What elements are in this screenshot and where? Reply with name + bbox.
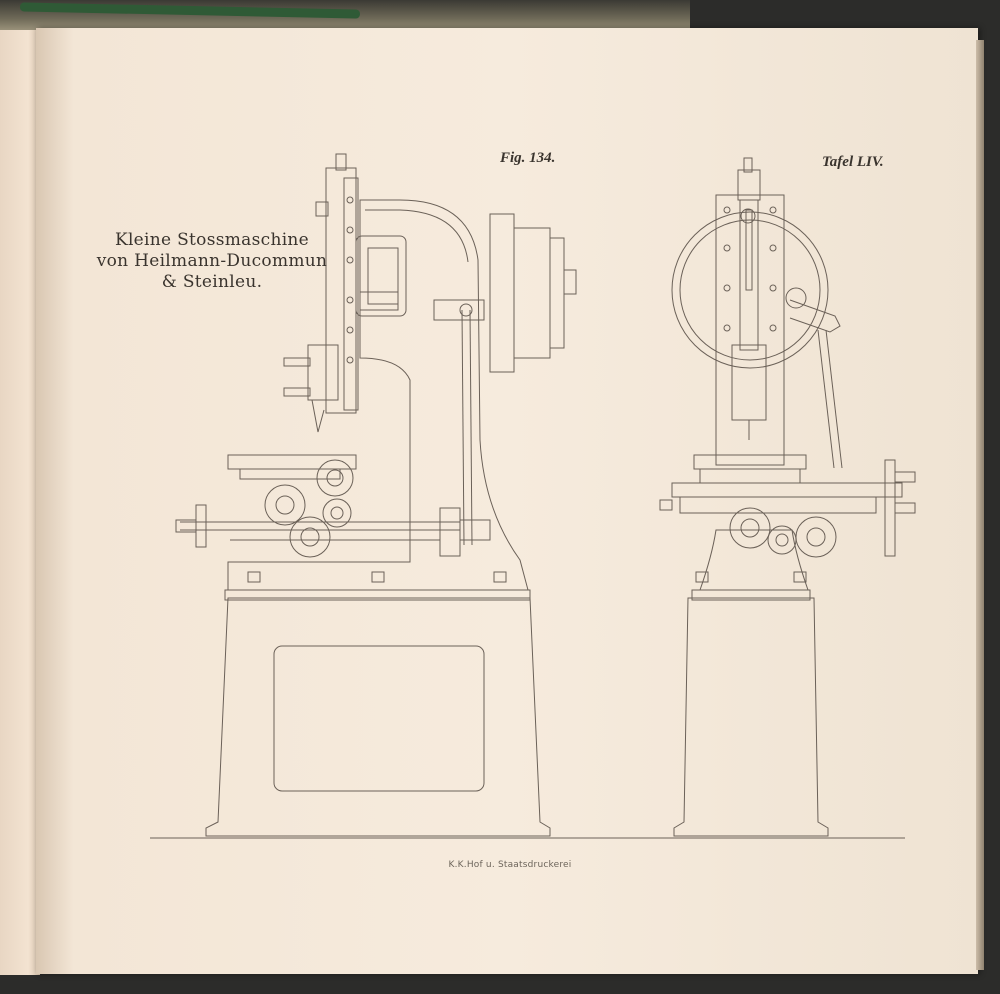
front-gear-3 [795, 516, 837, 558]
side-gear-2 [264, 484, 306, 526]
side-handwheel [195, 504, 207, 548]
side-base-panel [273, 645, 485, 792]
plate-title-line-2: von Heilmann-Ducommun [96, 251, 328, 271]
side-work-table [227, 454, 357, 470]
front-handwheel [884, 459, 896, 557]
front-elevation-view [659, 157, 916, 837]
plate-page [36, 28, 978, 974]
figure-label: Fig. 134. [500, 150, 556, 166]
plate-number-label: Tafel LIV. [822, 154, 884, 170]
side-base-pedestal [205, 597, 551, 837]
side-ram-head [325, 167, 357, 414]
front-work-table [693, 454, 807, 470]
side-tool-holder [307, 344, 339, 401]
front-column [715, 194, 785, 466]
left-page-edge [0, 30, 40, 975]
side-column [227, 199, 529, 591]
printer-credit-wrap: K.K.Hof u. Staatsdruckerei [0, 860, 1000, 870]
front-base-pedestal [673, 597, 829, 837]
side-gear-4 [289, 516, 331, 558]
plate-title-line-1: Kleine Stossmaschine [114, 230, 310, 250]
plate-title-line-3: & Steinleu. [161, 272, 263, 292]
page-stack-edge [976, 40, 984, 970]
side-elevation-view [175, 153, 577, 837]
front-flywheel [671, 211, 829, 369]
side-gear-3 [322, 498, 352, 528]
printer-credit: K.K.Hof u. Staatsdruckerei [448, 860, 572, 870]
side-pulley [489, 213, 515, 373]
plate-title: Kleine Stossmaschine von Heilmann-Ducomm… [96, 230, 328, 293]
front-gear-1 [729, 507, 771, 549]
side-gear-1 [316, 459, 354, 497]
